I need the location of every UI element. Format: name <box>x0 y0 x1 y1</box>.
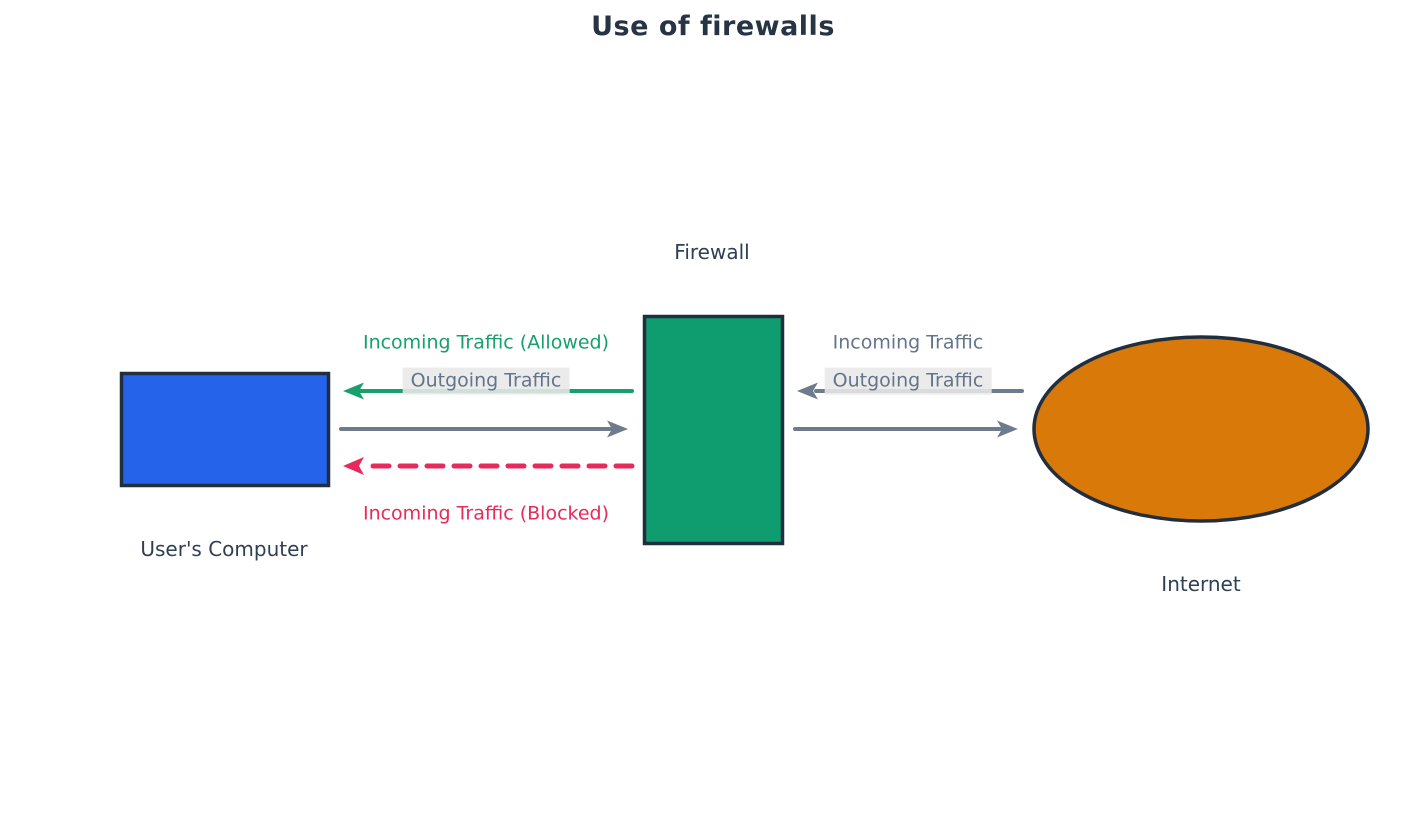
computer-node <box>119 371 331 488</box>
outgoing-to-internet-label: Outgoing Traffic <box>824 367 992 395</box>
firewall-node-label: Firewall <box>674 240 750 264</box>
incoming-allowed-arrowhead <box>343 382 364 400</box>
incoming-allowed-label: Incoming Traffic (Allowed) <box>362 331 610 354</box>
internet-node <box>1032 335 1370 523</box>
incoming-from-internet-arrowhead <box>797 382 818 400</box>
outgoing-to-firewall-arrowhead <box>607 420 628 438</box>
firewall-node <box>642 314 785 546</box>
computer-node-label: User's Computer <box>140 537 308 561</box>
internet-node-label: Internet <box>1161 572 1241 596</box>
incoming-from-internet-label: Incoming Traffic <box>832 331 984 354</box>
incoming-blocked-arrowhead <box>343 457 364 475</box>
outgoing-to-internet-arrowhead <box>997 420 1018 438</box>
diagram-title: Use of firewalls <box>591 10 835 42</box>
incoming-blocked-label: Incoming Traffic (Blocked) <box>362 502 610 525</box>
outgoing-to-firewall-label: Outgoing Traffic <box>402 367 570 395</box>
